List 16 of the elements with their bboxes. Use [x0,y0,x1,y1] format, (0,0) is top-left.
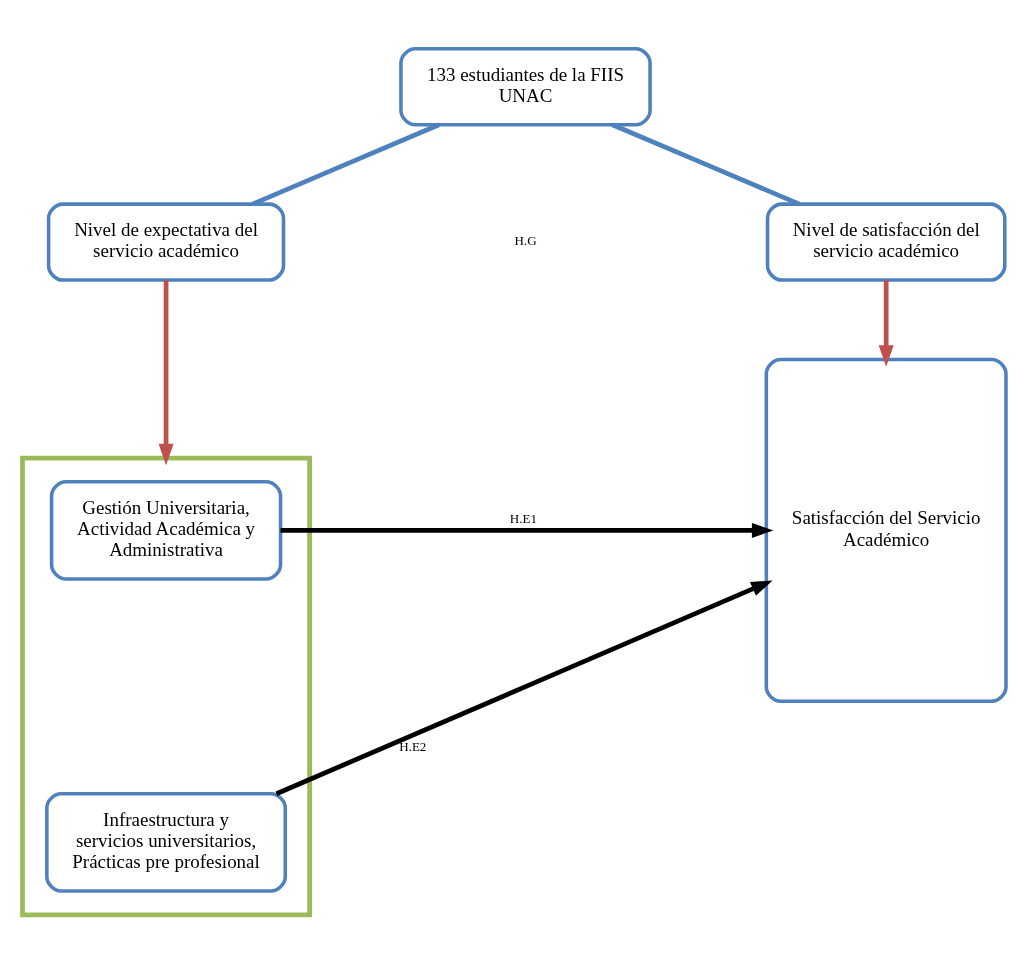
arrow [878,279,894,367]
arrow [158,279,174,465]
edge-label: H.E2 [399,738,427,754]
edge-label: H.E1 [509,510,538,526]
node-box: 133 estudiantes de la FIIS UNAC [399,46,652,126]
connector [251,122,440,206]
arrow [280,522,774,538]
cluster [20,455,312,917]
node-box: Gestión Universitaria, Actividad Académica y Administrativa [49,479,283,581]
node-box: Nivel de satisfacción del servicio académico [765,201,1007,282]
node-box: Satisfacción del Servicio Académico [764,357,1008,703]
node-box: Infraestructura y servicios universitarios, Prácticas pre profesional [45,791,288,893]
node-box: Nivel de expectativa del servicio académico [46,201,286,282]
label: H.G [514,232,537,248]
connector [611,122,801,206]
arrow [275,579,773,796]
